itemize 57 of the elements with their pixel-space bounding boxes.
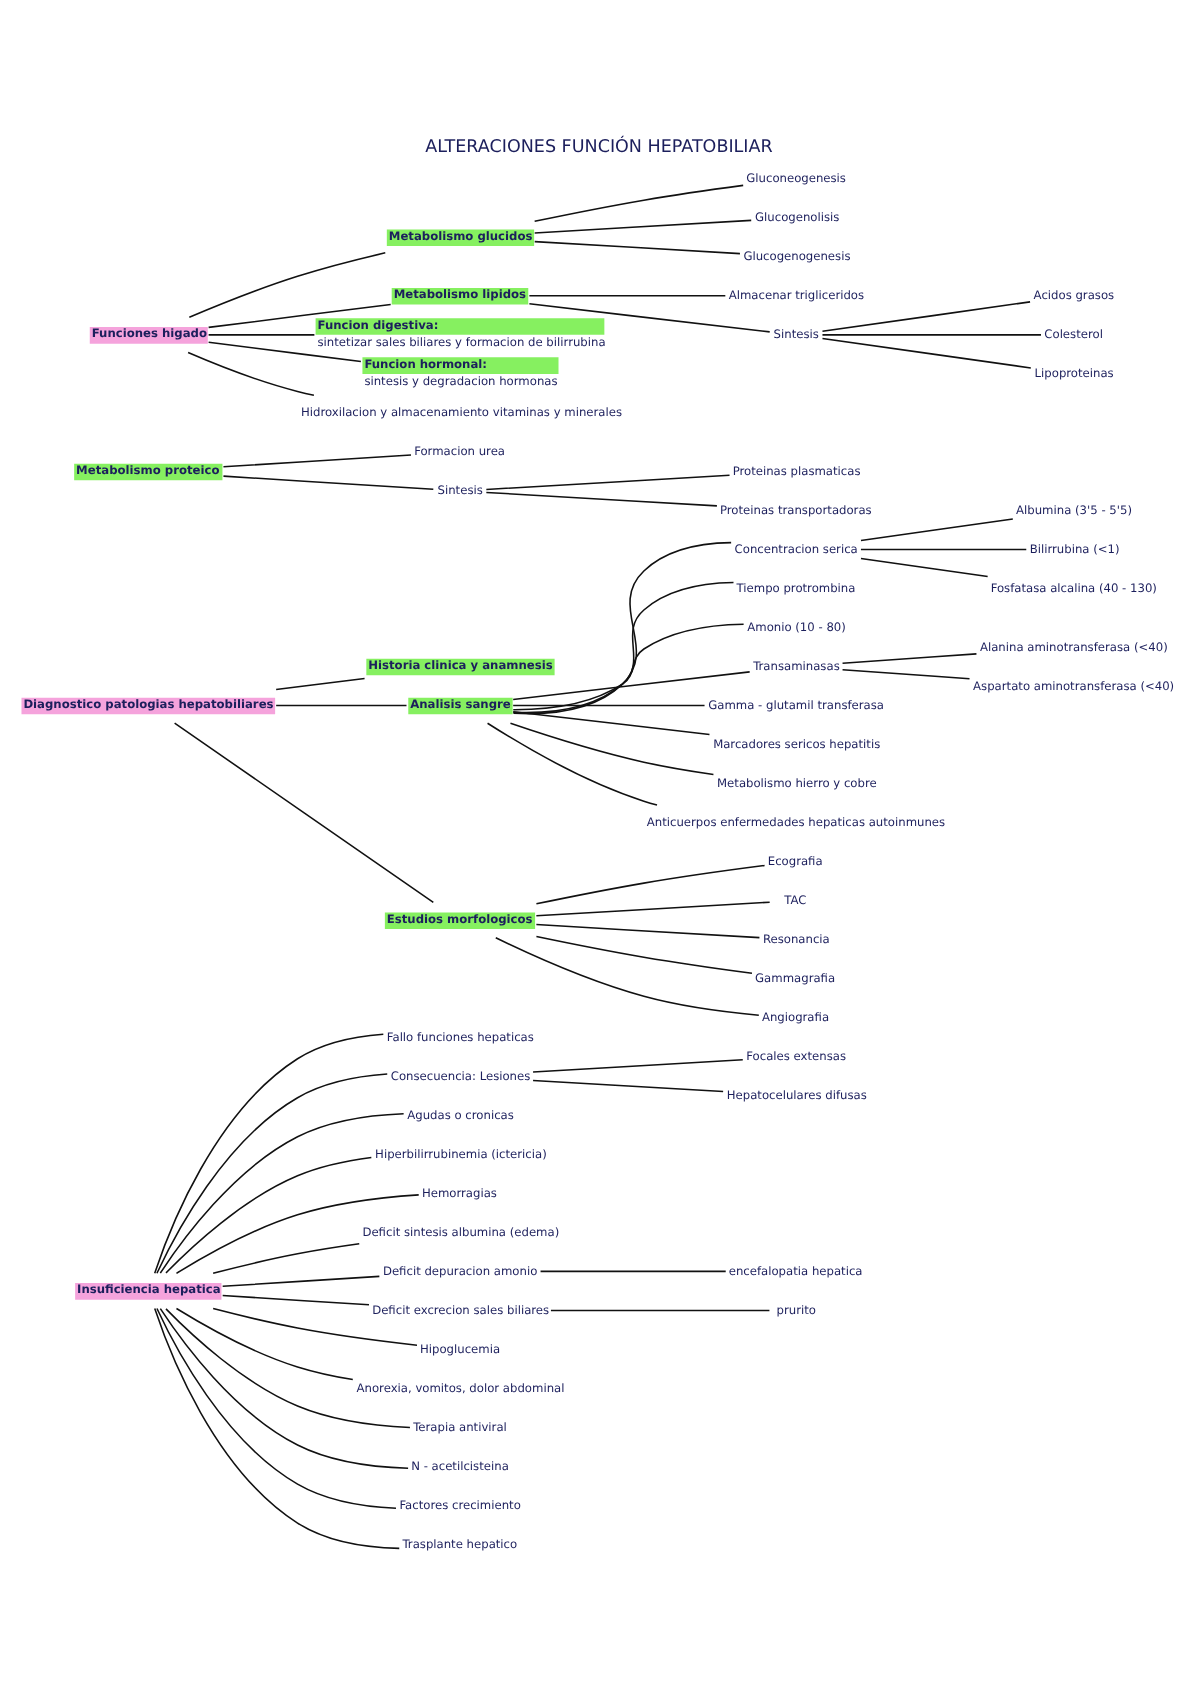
connector <box>495 937 760 1016</box>
connector <box>156 1073 388 1275</box>
connector <box>528 303 771 333</box>
connector <box>533 184 744 223</box>
connector <box>222 454 412 468</box>
connector <box>532 1079 724 1093</box>
connector <box>512 671 751 701</box>
connector <box>860 557 989 578</box>
connector <box>512 623 745 711</box>
connector <box>212 1307 418 1346</box>
connector <box>528 295 727 297</box>
connector <box>165 1308 411 1429</box>
connector <box>207 334 316 336</box>
connector <box>533 219 752 234</box>
connector <box>539 1270 727 1273</box>
connector <box>221 1294 370 1306</box>
connector <box>173 722 435 904</box>
connector <box>275 704 408 707</box>
connector <box>841 653 978 665</box>
connector <box>821 337 1032 369</box>
connector <box>535 923 761 939</box>
connector <box>275 677 366 691</box>
connector <box>159 1112 405 1274</box>
connector <box>535 935 753 975</box>
connector <box>509 722 715 776</box>
connector <box>512 581 735 714</box>
connector <box>485 474 731 491</box>
connector <box>175 1194 420 1275</box>
connector <box>207 341 362 363</box>
connector <box>175 1307 354 1381</box>
connector <box>212 1243 361 1275</box>
connector <box>486 722 658 806</box>
connector <box>535 864 766 905</box>
connector <box>532 1059 744 1073</box>
connector <box>512 541 732 715</box>
connector <box>187 351 315 397</box>
connector <box>841 669 971 680</box>
connector <box>512 704 706 707</box>
connector <box>221 1275 381 1288</box>
connector <box>156 1307 397 1509</box>
connector <box>485 491 718 507</box>
connector <box>860 548 1028 551</box>
connector <box>222 475 435 491</box>
connector <box>821 301 1031 333</box>
connector <box>153 1033 385 1274</box>
diagram-title: ALTERACIONES FUNCIÓN HEPATOBILIAR <box>425 137 773 158</box>
connector <box>535 901 771 917</box>
connector <box>188 252 387 319</box>
connector <box>533 240 741 255</box>
connector <box>821 334 1042 336</box>
connector <box>165 1156 373 1274</box>
connector <box>207 303 392 329</box>
connector <box>512 710 711 736</box>
connector <box>153 1307 401 1550</box>
connector <box>550 1309 771 1312</box>
connector <box>159 1307 409 1469</box>
connector <box>860 518 1014 542</box>
